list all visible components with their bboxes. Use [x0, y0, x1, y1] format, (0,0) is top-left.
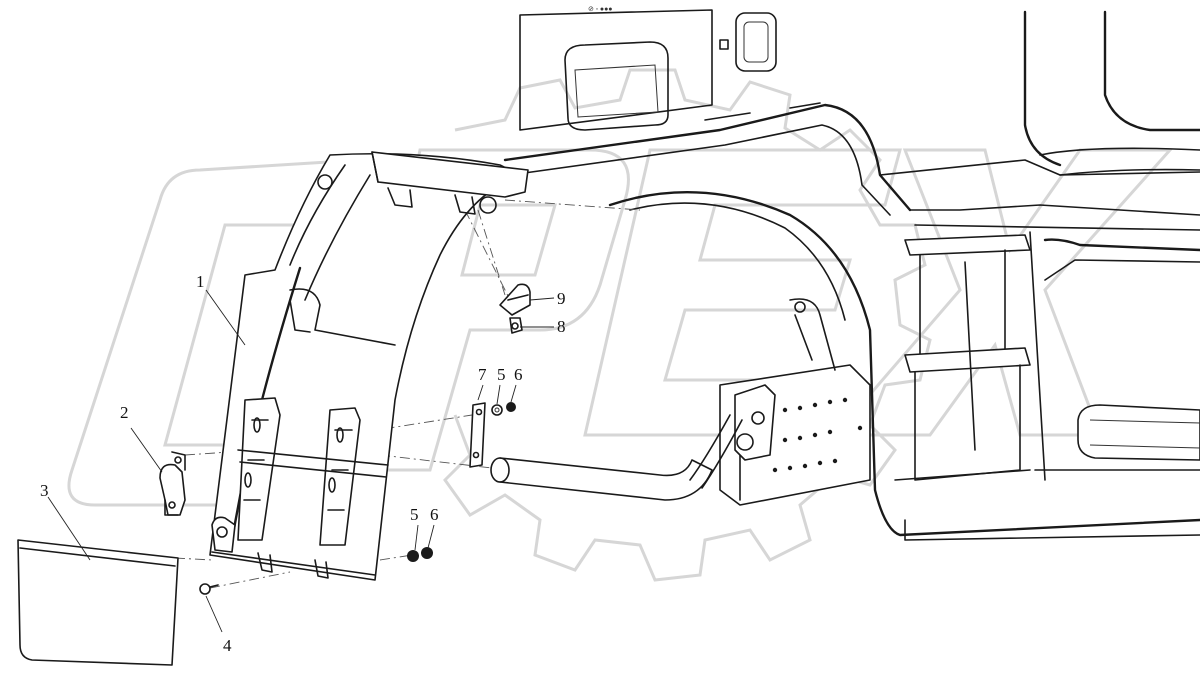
washer-part-5-lower [407, 550, 419, 562]
chassis-rail [689, 298, 871, 506]
mudflap-part-3 [17, 539, 179, 666]
nut-part-6-lower [421, 547, 433, 559]
callout-1: 1 [196, 272, 205, 291]
bracket-part-2 [159, 451, 186, 516]
support-tube [490, 457, 713, 501]
screw-part-8 [509, 317, 523, 334]
callout-7: 7 [478, 365, 487, 384]
assembly-lines [174, 199, 641, 589]
bolt-part-4 [199, 583, 219, 595]
callout-2: 2 [120, 403, 129, 422]
callout-5-upper: 5 [497, 365, 506, 384]
mudguard-part-1 [209, 151, 529, 581]
callout-5-lower: 5 [410, 505, 419, 524]
clip-part-9 [499, 283, 531, 316]
callout-4: 4 [223, 636, 232, 655]
nut-part-6-upper [506, 402, 516, 412]
callout-6-upper: 6 [514, 365, 523, 384]
callout-8: 8 [557, 317, 566, 336]
callout-9: 9 [557, 289, 566, 308]
callout-6-lower: 6 [430, 505, 439, 524]
svg-text:⊘ ◦ ●●●: ⊘ ◦ ●●● [588, 5, 613, 13]
leader-lines [47, 289, 555, 633]
callout-3: 3 [40, 481, 49, 500]
cab-body: ⊘ ◦ ●●● [503, 5, 1200, 541]
washer-part-5-upper [491, 404, 503, 416]
strap-part-7 [469, 402, 486, 468]
